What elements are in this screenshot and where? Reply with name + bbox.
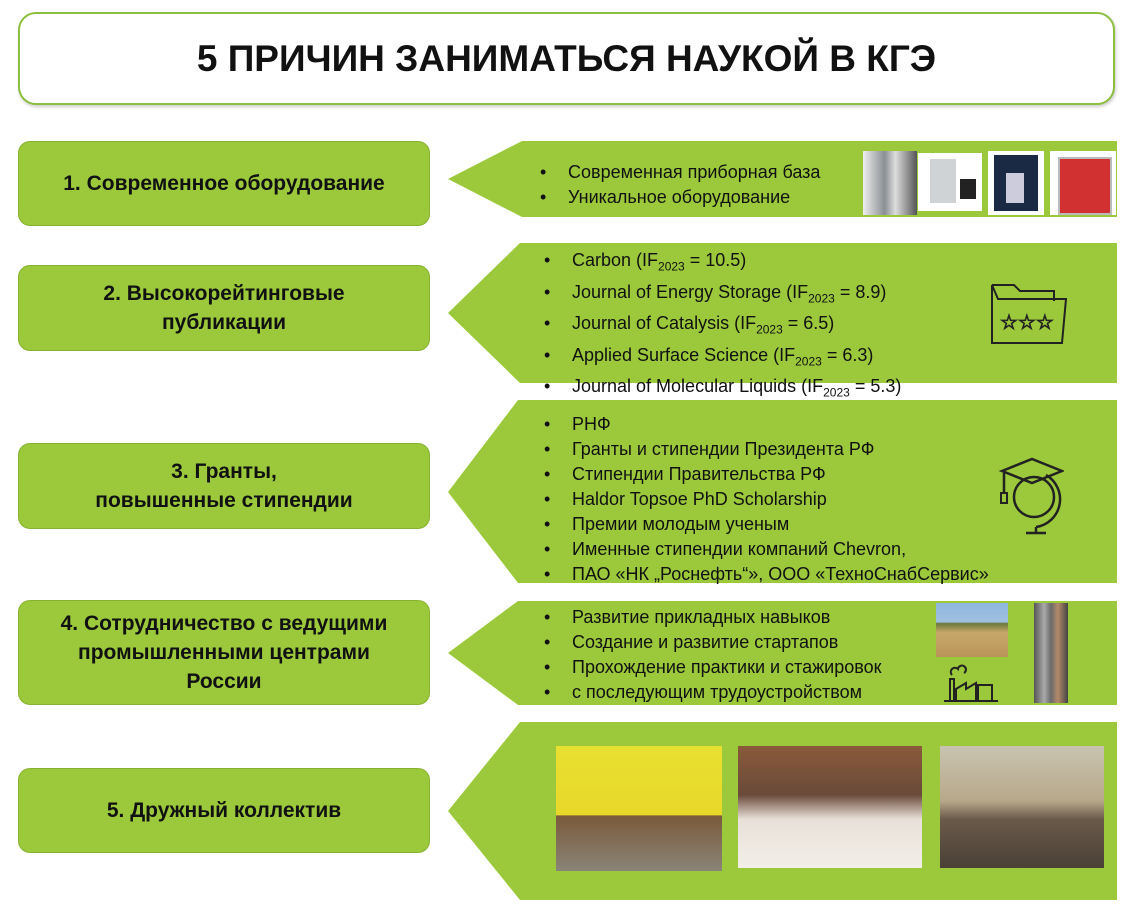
reason-4-arrow: Развитие прикладных навыков Создание и р… [448,601,1117,705]
list-item: Премии молодым ученым [544,512,989,537]
equipment-photo-1 [863,151,917,215]
reason-5-label: 5. Дружный коллектив [18,768,430,853]
publication-item: Carbon (IF2023 = 10.5) [544,248,901,280]
reason-4-label: 4. Сотрудничество с ведущими промышленны… [18,600,430,705]
list-item: Именные стипендии компаний Chevron, [544,537,989,562]
field-photo [936,603,1008,657]
reason-1-arrow: Современная приборная база Уникальное об… [448,141,1117,217]
team-photo-3 [940,746,1104,868]
list-item: Haldor Topsoe PhD Scholarship [544,487,989,512]
reason-3-arrow: РНФ Гранты и стипендии Президента РФ Сти… [448,400,1117,587]
slide-title: 5 ПРИЧИН ЗАНИМАТЬСЯ НАУКОЙ В КГЭ [18,12,1115,105]
list-item: Уникальное оборудование [540,185,820,210]
list-item-continued: с последующим трудоустройством [544,680,881,705]
graduation-globe-icon [998,457,1064,535]
list-item: РНФ [544,412,989,437]
folder-stars-icon: ☆☆☆ [991,284,1068,344]
equipment-photo-3 [988,151,1044,215]
svg-text:☆☆☆: ☆☆☆ [1000,312,1054,334]
reason-5-arrow [448,722,1117,900]
list-item: Развитие прикладных навыков [544,605,881,630]
reason-2-arrow: Carbon (IF2023 = 10.5) Journal of Energy… [448,243,1117,400]
list-item: Создание и развитие стартапов [544,630,881,655]
team-photo-2 [738,746,922,868]
list-item-continued: ПАО «НК „Роснефть“», ООО «ТехноСнабСерви… [544,562,989,587]
list-item: Современная приборная база [540,160,820,185]
reason-1-label: 1. Современное оборудование [18,141,430,226]
list-item: Стипендии Правительства РФ [544,462,989,487]
publication-item: Applied Surface Science (IF2023 = 6.3) [544,343,901,375]
publication-item: Journal of Molecular Liquids (IF2023 = 5… [544,374,901,406]
reason-3-label: 3. Гранты, повышенные стипендии [18,443,430,529]
equipment-photo-4 [1050,151,1116,215]
list-item: Прохождение практики и стажировок [544,655,881,680]
lab-photo [1034,603,1068,703]
reason-2-label: 2. Высокорейтинговые публикации [18,265,430,351]
publication-item: Journal of Energy Storage (IF2023 = 8.9) [544,280,901,312]
list-item: Гранты и стипендии Президента РФ [544,437,989,462]
team-photo-1 [556,746,722,871]
factory-icon [944,664,998,702]
publication-item: Journal of Catalysis (IF2023 = 6.5) [544,311,901,343]
equipment-photo-2 [918,153,982,211]
